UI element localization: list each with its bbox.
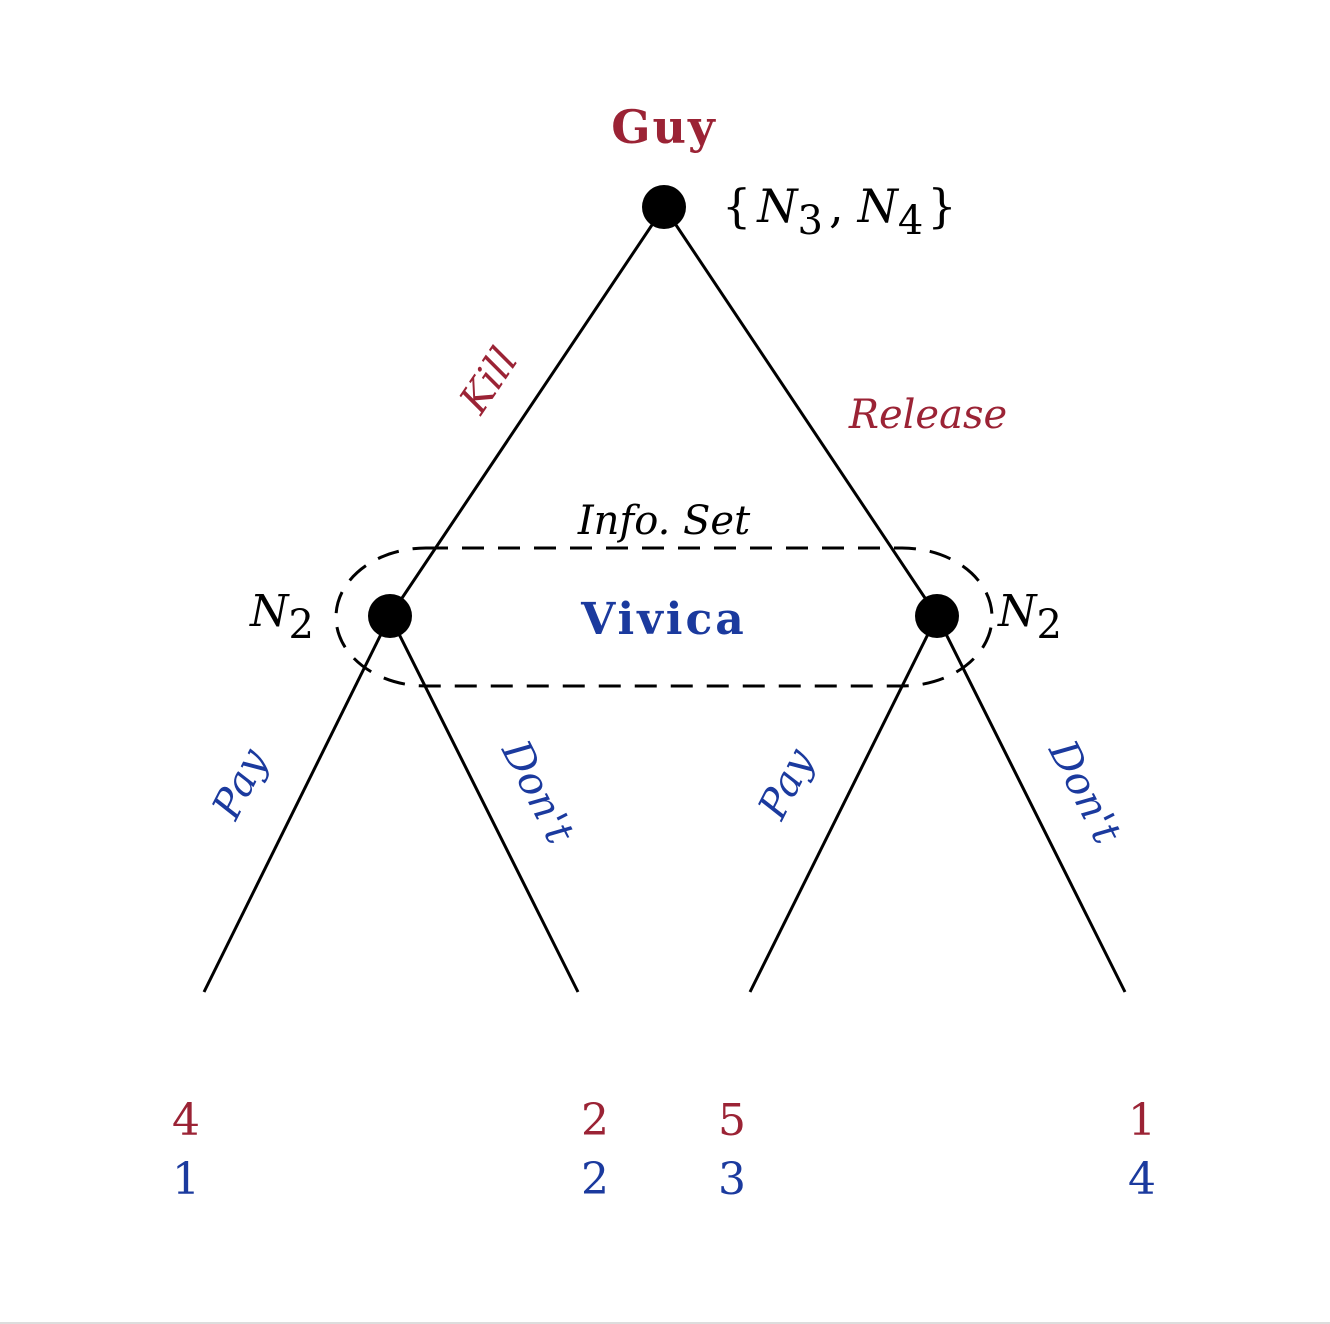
- edge-kill: [388, 206, 666, 617]
- edge-pay-right: [748, 615, 939, 993]
- root-set-n3-sub: 3: [798, 198, 823, 244]
- payoff-1-guy: 4: [172, 1095, 200, 1146]
- vivica-node-right: [915, 594, 959, 638]
- node-label-left-main: N: [249, 586, 290, 637]
- edge-dont-right: [935, 615, 1127, 993]
- edge-release: [662, 206, 939, 617]
- information-set-outline: [334, 546, 994, 688]
- node-label-left: N2: [249, 586, 314, 648]
- action-kill-label: Kill: [451, 340, 528, 423]
- root-node: [642, 185, 686, 229]
- info-set-label: Info. Set: [577, 498, 751, 544]
- action-release-label: Release: [848, 392, 1007, 438]
- payoff-1-vivica: 1: [172, 1154, 200, 1205]
- root-set-n3: N: [756, 179, 799, 233]
- root-set-close-brace: }: [927, 179, 956, 233]
- root-set-n4-sub: 4: [898, 198, 923, 244]
- action-dont-right-label: Don't: [1039, 732, 1130, 852]
- payoff-4-vivica: 4: [1128, 1154, 1156, 1205]
- payoff-4-guy: 1: [1128, 1095, 1156, 1146]
- root-set-n4: N: [857, 179, 900, 233]
- action-pay-left-label: Pay: [203, 741, 278, 828]
- node-label-right: N2: [997, 586, 1062, 648]
- payoff-3-guy: 5: [718, 1095, 746, 1146]
- node-label-left-sub: 2: [289, 602, 314, 648]
- action-dont-left-label: Don't: [492, 732, 583, 852]
- node-label-right-main: N: [997, 586, 1038, 637]
- action-pay-right-label: Pay: [749, 741, 824, 828]
- player-guy-label: Guy: [611, 100, 716, 154]
- root-set-label: {N3,N4}: [722, 179, 957, 244]
- player-vivica-label: Vivica: [580, 594, 747, 645]
- vivica-node-left: [368, 594, 412, 638]
- root-set-comma: ,: [829, 179, 844, 233]
- edge-dont-left: [388, 615, 580, 993]
- edge-pay-left: [202, 615, 392, 993]
- payoff-2-guy: 2: [581, 1095, 609, 1146]
- payoff-3-vivica: 3: [718, 1154, 746, 1205]
- payoff-2-vivica: 2: [581, 1154, 609, 1205]
- node-label-right-sub: 2: [1037, 602, 1062, 648]
- root-set-open-brace: {: [722, 179, 751, 233]
- bottom-divider: [0, 1322, 1330, 1324]
